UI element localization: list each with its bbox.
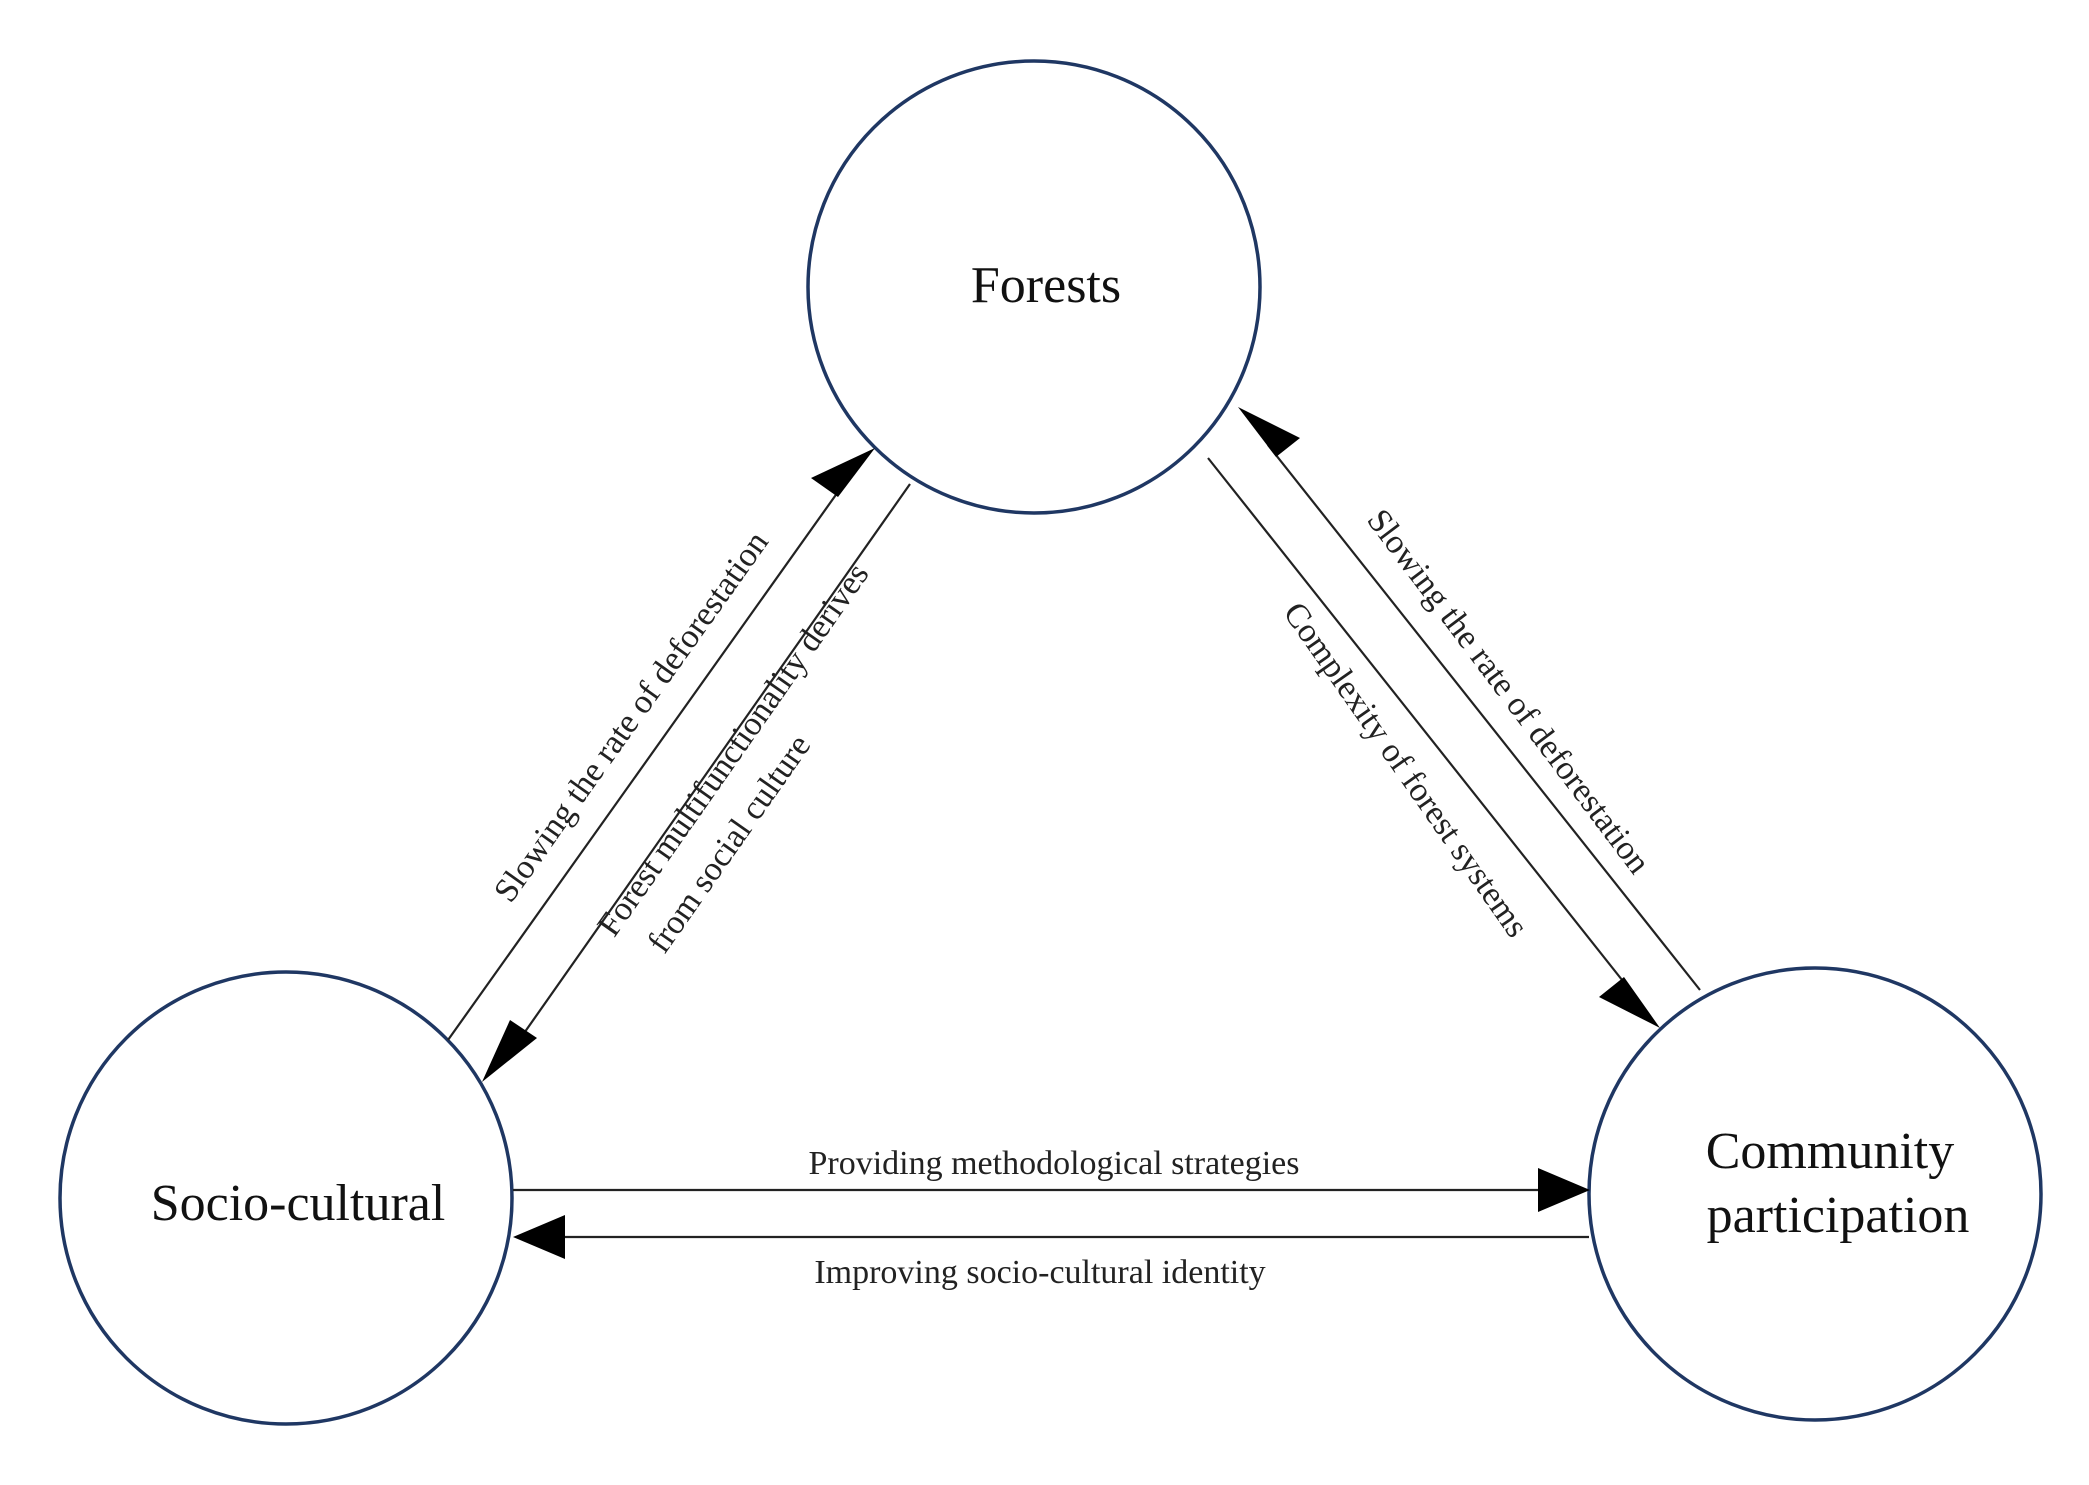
edge-forests-to-socio-line	[514, 483, 911, 1047]
arrow-head-forests-to-socio	[482, 1020, 537, 1082]
edge-socio-to-community: Providing methodological strategies	[513, 1145, 1590, 1212]
socio-cultural-circle	[58, 970, 514, 1426]
arrow-head-community-to-socio	[513, 1215, 565, 1259]
edge-community-to-forests: Slowing the rate of deforestation	[1238, 407, 1701, 991]
forests-circle	[806, 59, 1262, 515]
community-label-line2: participation	[1707, 1187, 1970, 1244]
edge-label-socio-to-community: Providing methodological strategies	[808, 1145, 1299, 1182]
edge-forests-to-community: Complexity of forest systems	[1207, 457, 1660, 1028]
edge-label-community-to-forests: Slowing the rate of deforestation	[1360, 503, 1658, 881]
arrow-head-socio-to-community	[1538, 1168, 1590, 1212]
edge-community-to-forests-line	[1267, 444, 1701, 991]
edge-forests-to-community-line	[1207, 457, 1631, 991]
edge-label-community-to-socio: Improving socio-cultural identity	[814, 1254, 1265, 1291]
node-forests: Forests	[806, 59, 1262, 515]
arrow-head-socio-to-forests	[811, 448, 875, 497]
arrow-head-forests-to-community	[1599, 977, 1660, 1028]
community-circle	[1587, 966, 2043, 1422]
socio-cultural-label: Socio-cultural	[151, 1175, 446, 1232]
node-community-participation: Community participation	[1587, 966, 2043, 1422]
edge-label-forests-to-socio-line1: Forest multifunctionality derives	[590, 557, 876, 943]
community-label-line1: Community	[1706, 1123, 1954, 1180]
edge-community-to-socio: Improving socio-cultural identity	[513, 1215, 1589, 1291]
arrow-head-community-to-forests	[1238, 407, 1300, 457]
forests-label: Forests	[971, 257, 1121, 314]
edge-forests-to-socio: Forest multifunctionality derives from s…	[482, 483, 911, 1082]
edge-socio-to-forests-line	[447, 474, 851, 1041]
node-socio-cultural: Socio-cultural	[58, 970, 514, 1426]
